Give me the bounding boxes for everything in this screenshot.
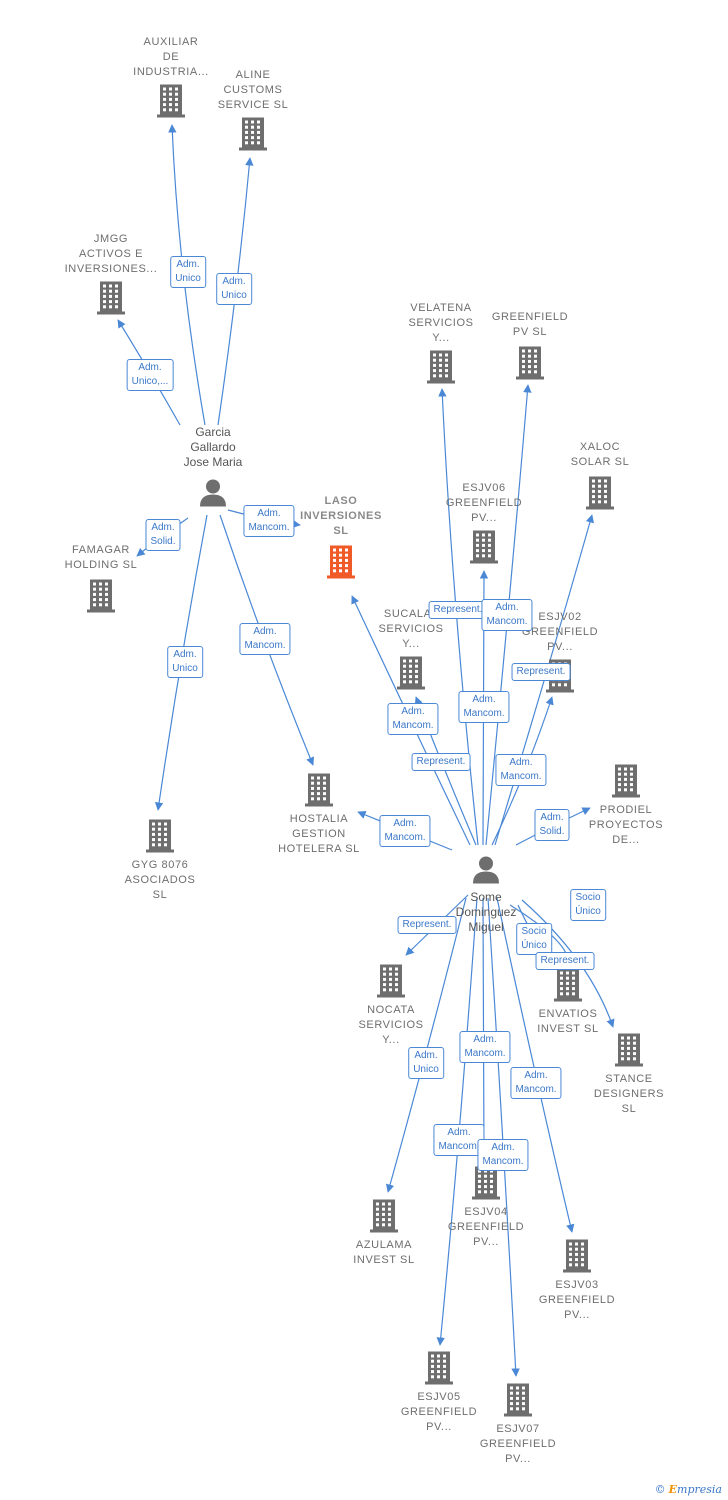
relation-badge[interactable]: Represent. <box>411 753 471 771</box>
company-name[interactable]: PRODIEL PROYECTOS DE... <box>588 804 664 846</box>
relation-badge[interactable]: Adm. Unico <box>408 1047 444 1079</box>
relation-badge[interactable]: Adm. Mancom. <box>387 703 439 735</box>
relation-badge[interactable]: Socio Único <box>516 923 552 955</box>
relation-edge <box>487 897 520 1377</box>
company-name[interactable]: ESJV05 GREENFIELD PV... <box>400 1391 478 1433</box>
building-icon[interactable] <box>305 773 333 812</box>
company-name[interactable]: LASO INVERSIONES SL <box>300 495 382 537</box>
company-name[interactable]: XALOC SOLAR SL <box>570 441 630 468</box>
company-name[interactable]: AUXILIAR DE INDUSTRIA... <box>133 36 209 78</box>
relation-badge[interactable]: Adm. Mancom. <box>459 1031 511 1063</box>
company-name[interactable]: VELATENA SERVICIOS Y... <box>408 302 474 344</box>
building-icon[interactable] <box>377 964 405 1003</box>
company-name[interactable]: SUCALAT SERVICIOS Y... <box>378 608 444 650</box>
relation-badge[interactable]: Adm. Solid. <box>534 809 570 841</box>
person-icon[interactable] <box>198 478 228 513</box>
relation-badge[interactable]: Adm. Mancom. <box>243 505 295 537</box>
company-name[interactable]: ESJV02 GREENFIELD PV... <box>521 611 599 653</box>
relation-badge[interactable]: Adm. Mancom. <box>379 815 431 847</box>
relation-badge[interactable]: Represent. <box>397 916 457 934</box>
relation-edge <box>436 897 478 1346</box>
building-icon[interactable] <box>87 579 115 618</box>
focus-building-icon[interactable] <box>327 545 355 584</box>
building-icon[interactable] <box>425 1351 453 1390</box>
company-name[interactable]: ENVATIOS INVEST SL <box>537 1008 599 1035</box>
company-name[interactable]: GYG 8076 ASOCIADOS SL <box>124 859 196 901</box>
person-icon[interactable] <box>471 855 501 890</box>
brand-footer[interactable]: ©Empresia <box>655 1483 722 1496</box>
building-icon[interactable] <box>554 968 582 1007</box>
company-name[interactable]: HOSTALIA GESTION HOTELERA SL <box>278 813 360 855</box>
building-icon[interactable] <box>504 1383 532 1422</box>
copyright-symbol: © <box>654 1483 666 1496</box>
relation-badge[interactable]: Adm. Mancom. <box>458 691 510 723</box>
building-icon[interactable] <box>470 530 498 569</box>
relation-badge[interactable]: Adm. Mancom. <box>477 1139 529 1171</box>
relation-badge[interactable]: Represent. <box>428 601 488 619</box>
building-icon[interactable] <box>612 764 640 803</box>
relation-badge[interactable]: Adm. Unico <box>167 646 203 678</box>
company-name[interactable]: ESJV04 GREENFIELD PV... <box>447 1206 525 1248</box>
building-icon[interactable] <box>239 117 267 156</box>
relation-badge[interactable]: Adm. Unico <box>170 256 206 288</box>
company-name[interactable]: FAMAGAR HOLDING SL <box>64 544 138 571</box>
building-icon[interactable] <box>586 476 614 515</box>
company-name[interactable]: AZULAMA INVEST SL <box>353 1239 415 1266</box>
relation-badge[interactable]: Adm. Mancom. <box>495 754 547 786</box>
building-icon[interactable] <box>472 1166 500 1205</box>
building-icon[interactable] <box>516 346 544 385</box>
relation-edge <box>479 897 489 1163</box>
relation-badge[interactable]: Adm. Unico <box>216 273 252 305</box>
building-icon[interactable] <box>97 281 125 320</box>
brand-initial: E <box>668 1483 678 1496</box>
company-name[interactable]: NOCATA SERVICIOS Y... <box>358 1004 424 1046</box>
relation-badge[interactable]: Adm. Solid. <box>145 519 181 551</box>
company-name[interactable]: JMGG ACTIVOS E INVERSIONES... <box>64 233 158 275</box>
company-name[interactable]: ESJV06 GREENFIELD PV... <box>445 482 523 524</box>
relation-badge[interactable]: Adm. Mancom. <box>481 599 533 631</box>
relation-badge[interactable]: Adm. Mancom. <box>510 1067 562 1099</box>
relation-badge[interactable]: Adm. Unico,... <box>126 359 174 391</box>
building-icon[interactable] <box>563 1239 591 1278</box>
building-icon[interactable] <box>615 1033 643 1072</box>
person-name[interactable]: Garcia Gallardo Jose Maria <box>183 425 243 469</box>
building-icon[interactable] <box>146 819 174 858</box>
relation-badge[interactable]: Represent. <box>511 663 571 681</box>
building-icon[interactable] <box>370 1199 398 1238</box>
relation-badge[interactable]: Adm. Mancom. <box>433 1124 485 1156</box>
relation-badge[interactable]: Socio Único <box>570 889 606 921</box>
company-name[interactable]: ALINE CUSTOMS SERVICE SL <box>217 69 289 111</box>
company-name[interactable]: ESJV07 GREENFIELD PV... <box>479 1423 557 1465</box>
person-name[interactable]: Some Dominguez Miguel <box>455 890 517 934</box>
company-name[interactable]: STANCE DESIGNERS SL <box>593 1073 665 1115</box>
building-icon[interactable] <box>157 84 185 123</box>
relation-badge[interactable]: Adm. Mancom. <box>239 623 291 655</box>
building-icon[interactable] <box>427 350 455 389</box>
relation-badge[interactable]: Represent. <box>535 952 595 970</box>
brand-name: mpresia <box>677 1483 722 1496</box>
company-name[interactable]: ESJV03 GREENFIELD PV... <box>538 1279 616 1321</box>
company-name[interactable]: GREENFIELD PV SL <box>491 311 569 338</box>
building-icon[interactable] <box>397 656 425 695</box>
